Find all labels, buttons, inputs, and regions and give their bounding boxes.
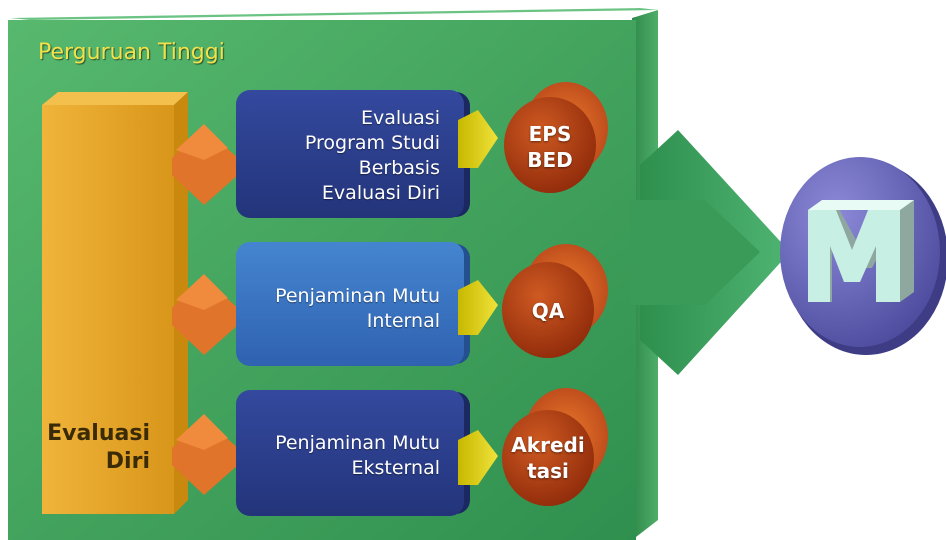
row-2-circle-text: QA [502, 298, 594, 324]
row-3-box [236, 390, 464, 516]
m-letter-face [808, 210, 900, 302]
row-1 [172, 82, 608, 218]
evaluasi-diri-line-2: Diri [105, 449, 150, 474]
m-letter-icon [808, 200, 914, 302]
row-1-circle-line: EPS [528, 122, 572, 146]
row-3-box-line: Eksternal [351, 457, 441, 479]
row-1-yellow-arrow [458, 110, 498, 168]
row-3-box-line: Penjaminan Mutu [275, 432, 440, 454]
column-front [42, 105, 174, 514]
row-2-connector-top [176, 274, 228, 310]
row-3-circle-line: tasi [527, 459, 569, 483]
row-2-box-line: Penjaminan Mutu [275, 285, 440, 307]
row-2-box-line: Internal [366, 310, 440, 332]
row-1-box-line: Program Studi [304, 132, 440, 154]
evaluasi-diri-label: Evaluasi Diri [44, 420, 150, 476]
output-node [780, 157, 946, 355]
row-3-circle-line: Akredi [511, 433, 585, 457]
column-top [42, 92, 188, 105]
row-3-circle-text: Akredi tasi [502, 432, 594, 484]
row-2 [172, 242, 608, 366]
container-title: Perguruan Tinggi [38, 40, 225, 65]
row-2-yellow-arrow [458, 280, 498, 335]
row-1-box-line: Evaluasi Diri [321, 182, 440, 204]
row-3-box-text: Penjaminan Mutu Eksternal [240, 431, 440, 481]
row-1-circle [504, 97, 596, 193]
output-arrow [630, 130, 790, 375]
row-3-connector-top [176, 414, 228, 450]
row-1-connector-top [176, 124, 228, 160]
row-1-box-text: Evaluasi Program Studi Berbasis Evaluasi… [240, 106, 440, 206]
m-letter-top [808, 200, 914, 210]
row-2-circle-line: QA [531, 299, 565, 323]
row-3 [172, 388, 608, 516]
row-1-box-line: Berbasis [358, 157, 440, 179]
row-1-box-line: Evaluasi [360, 107, 440, 129]
row-1-circle-text: EPS BED [504, 121, 596, 173]
output-arrow-shaft [630, 200, 760, 305]
evaluasi-diri-line-1: Evaluasi [47, 421, 150, 446]
row-1-box [236, 90, 464, 218]
container-top-face [10, 8, 658, 20]
row-2-box [236, 242, 464, 366]
row-1-circle-line: BED [527, 148, 573, 172]
row-2-box-text: Penjaminan Mutu Internal [240, 284, 440, 334]
row-3-yellow-arrow [458, 430, 498, 485]
row-3-circle [502, 410, 594, 506]
row-2-circle [502, 262, 594, 358]
